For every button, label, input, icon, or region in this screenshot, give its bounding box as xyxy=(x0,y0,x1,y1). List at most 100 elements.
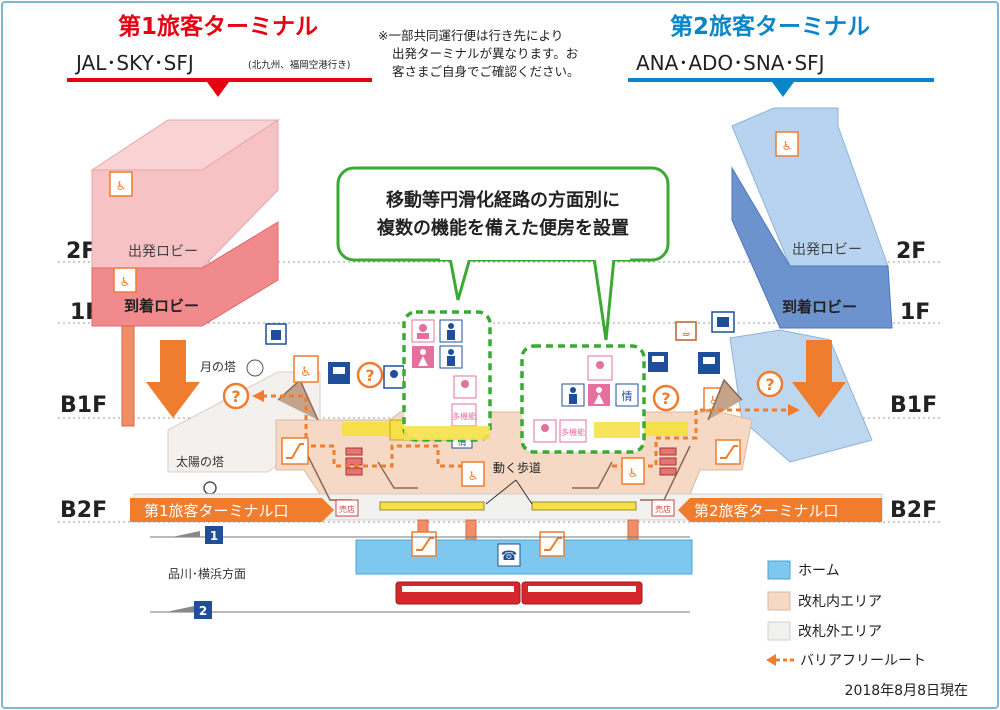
moving-walkway-leader-right xyxy=(515,479,533,505)
notice-line-3: 客さまご自身でご確認ください。 xyxy=(392,64,580,79)
callout-line-2: 複数の機能を備えた便房を設置 xyxy=(376,217,629,239)
terminal1-elevator-shaft xyxy=(121,325,135,427)
shop-icon-right: 売店 xyxy=(651,499,675,517)
train-icon xyxy=(395,581,643,605)
terminal1-header: 第1旅客ターミナル JAL･SKY･SFJ (北九州、福岡空港行き) xyxy=(67,13,372,97)
female-toilet-icon-left xyxy=(412,346,434,368)
terminal2-header: 第2旅客ターミナル ANA･ADO･SNA･SFJ xyxy=(628,13,934,97)
terminal2-elevator-icon-upper: ♿ xyxy=(775,131,799,157)
escalator-icon-terminal2 xyxy=(715,439,741,465)
elevator-icon-b1f-left: ♿ xyxy=(293,355,319,383)
concourse-yellow-band-2 xyxy=(632,422,688,436)
terminal1-sun-tower: 太陽の塔 xyxy=(176,454,224,469)
legend-swatch-barrier-free xyxy=(766,654,796,666)
legend-swatch-outside-gate xyxy=(767,621,791,641)
terminal1-moon-tower: 月の塔 xyxy=(200,360,236,374)
locker-icon-right xyxy=(711,311,735,333)
svg-text:売店: 売店 xyxy=(655,504,671,514)
svg-text:♿: ♿ xyxy=(782,139,793,153)
track-2-direction-icon xyxy=(166,606,194,612)
svg-text:?: ? xyxy=(765,375,774,394)
floor-label-b2f-left: B2F xyxy=(60,498,107,523)
terminal2-building: 出発ロビー 到着ロビー ♿ ♿ xyxy=(703,107,893,463)
svg-text:多機能: 多機能 xyxy=(452,411,476,421)
platform-escalator-icon-right xyxy=(539,531,565,557)
terminal1-elevator-icon-lower: ♿ xyxy=(113,267,137,293)
ticket-machine-icon-left xyxy=(328,362,350,384)
female-toilet-icon-right xyxy=(588,384,610,406)
help-icon-terminal1: ? xyxy=(222,382,250,410)
terminal1-arrival-slab xyxy=(91,221,279,327)
track-1-number: 1 xyxy=(210,529,218,543)
baby-care-icon-right xyxy=(587,355,613,381)
svg-text:♿: ♿ xyxy=(300,365,312,380)
floor-label-1f-right: 1F xyxy=(900,300,930,325)
left-escalator-stacks xyxy=(345,447,363,476)
male-toilet-icon-right xyxy=(561,383,585,407)
help-icon-left: ? xyxy=(356,361,384,389)
legend-label-barrier-free: バリアフリールート xyxy=(800,653,926,669)
floor-label-2f-right: 2F xyxy=(896,239,926,264)
track-2-number: 2 xyxy=(199,604,207,618)
multi-restroom-icon-right: 多機能 xyxy=(559,419,587,443)
terminal1-entrance: 第1旅客ターミナル口 xyxy=(130,498,334,522)
terminal2-pointer-icon xyxy=(772,82,794,97)
svg-text:売店: 売店 xyxy=(339,504,355,514)
terminal1-entrance-label: 第1旅客ターミナル口 xyxy=(144,502,289,520)
track-1-badge xyxy=(205,526,223,544)
moon-icon xyxy=(246,359,264,377)
right-stairs-icon xyxy=(572,378,743,501)
legend-label-inside-gate: 改札内エリア xyxy=(798,594,882,610)
svg-text:♿: ♿ xyxy=(628,466,639,480)
svg-text:多機能: 多機能 xyxy=(561,427,585,437)
svg-text:♿: ♿ xyxy=(468,469,479,483)
ticket-machine-icon-right-2 xyxy=(698,352,720,374)
svg-text:♿: ♿ xyxy=(709,394,719,407)
shop-icon-left: 売店 xyxy=(335,499,359,517)
route-arrowhead-right xyxy=(788,404,800,416)
phone-glyph: ☎ xyxy=(501,549,517,564)
toilet-cluster-right-yellow xyxy=(594,422,640,438)
terminal2-departure-lobby: 出発ロビー xyxy=(792,242,862,258)
platform-island xyxy=(355,539,693,575)
multi-restroom-icon-left: 多機能 xyxy=(451,403,477,427)
terminal2-entrance: 第2旅客ターミナル口 xyxy=(678,498,882,522)
terminal2-title: 第2旅客ターミナル xyxy=(670,13,870,40)
callout-tail-mask xyxy=(440,252,630,260)
terminal2-arrival-lobby: 到着ロビー xyxy=(782,298,857,316)
date-note: 2018年8月8日現在 xyxy=(845,683,968,699)
floor-label-b2f-right: B2F xyxy=(890,498,937,523)
terminal1-departure-lobby: 出発ロビー xyxy=(128,244,198,260)
svg-text:?: ? xyxy=(661,389,670,408)
terminal2-arrival-slab xyxy=(731,166,893,329)
toilet-cluster-right: 情 多機能 xyxy=(520,344,646,454)
svg-text:?: ? xyxy=(365,366,374,385)
moving-walkway-label: 動く歩道 xyxy=(493,460,541,475)
notice-block: ※一部共同運行便は行き先により 出発ターミナルが異なります。お 客さまご自身でご… xyxy=(378,28,580,79)
platform-area: ☎ 1 2 品川･横浜方面 xyxy=(150,519,693,619)
elevator-icon-b2f-left: ♿ xyxy=(461,461,485,487)
barrier-free-route xyxy=(262,394,790,474)
info-icon-right: 情 xyxy=(615,383,639,407)
cafe-icon: ☕ xyxy=(675,321,697,341)
ticket-machine-icon-right-1 xyxy=(648,352,668,372)
svg-text:情: 情 xyxy=(622,390,633,403)
legend-label-outside-gate: 改札外エリア xyxy=(798,624,882,640)
floor-label-2f-left: 2F xyxy=(66,239,96,264)
legend: ホーム 改札内エリア 改札外エリア バリアフリールート xyxy=(766,560,926,669)
locker-icon-left xyxy=(265,323,287,345)
accessible-toilet-icon-left xyxy=(439,345,463,369)
terminal2-entrance-label: 第2旅客ターミナル口 xyxy=(694,502,839,520)
phone-icon xyxy=(497,543,521,567)
terminal2-airlines: ANA･ADO･SNA･SFJ xyxy=(636,51,825,75)
track-2-badge xyxy=(194,601,212,619)
terminal1-down-arrow-icon xyxy=(146,340,200,418)
callout-box xyxy=(336,166,670,262)
moving-walkway-right xyxy=(531,501,637,511)
notice-line-2: 出発ターミナルが異なります。お xyxy=(392,46,578,61)
terminal2-down-arrow-icon xyxy=(792,340,846,418)
svg-text:?: ? xyxy=(231,387,240,406)
